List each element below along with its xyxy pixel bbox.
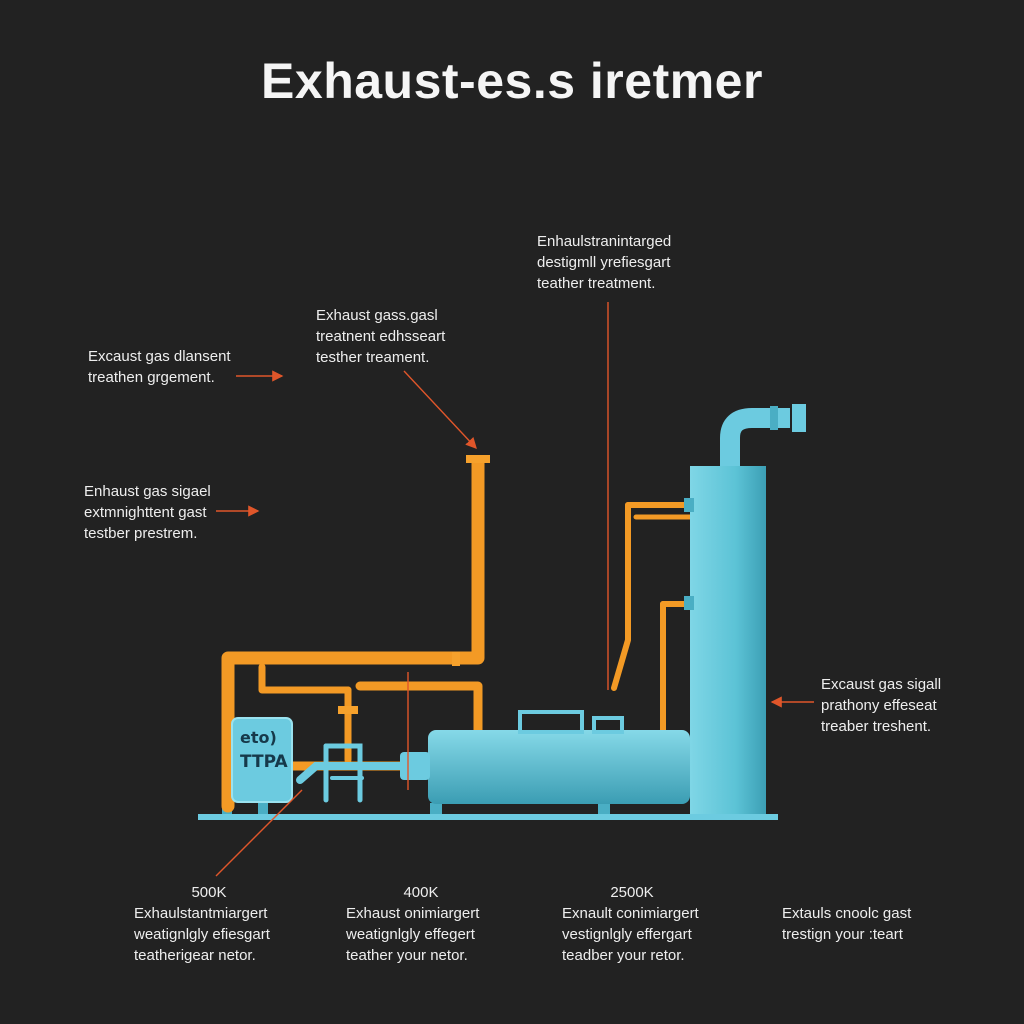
footer-column-2: 400K Exhaust onimiargert weatignlgly eff… — [346, 882, 496, 966]
footer-value: 500K — [191, 884, 227, 901]
callout-line: testher treament. — [316, 349, 430, 366]
footer-value: 2500K — [610, 884, 654, 901]
footer-column-4: Extauls cnoolc gast trestign your :teart — [782, 882, 911, 945]
callout-line: Enhaust gas sigael — [84, 483, 211, 500]
pointer-line — [403, 370, 477, 450]
stack-elbow — [720, 408, 790, 466]
footer-value: 400K — [403, 884, 439, 901]
callout-left-middle: Enhaust gas sigael extmnighttent gast te… — [84, 481, 211, 544]
callout-line: Exhaust gass.gasl — [316, 307, 438, 324]
callout-top-right: Enhaulstranintarged destigmll yrefiesgar… — [537, 231, 671, 294]
footer-line: trestign your :teart — [782, 926, 903, 943]
footer-line: vestignlgly effergart — [562, 926, 692, 943]
separator-tank — [231, 717, 293, 803]
callout-line: prathony effeseat — [821, 697, 937, 714]
footer-line: Exhaulstantmiargert — [134, 905, 268, 922]
riser-flange — [466, 455, 490, 463]
main-riser-pipe — [221, 455, 485, 813]
footer-line: teather your netor. — [346, 947, 468, 964]
callout-line: treaber treshent. — [821, 718, 932, 735]
footer-line: Extauls cnoolc gast — [782, 905, 912, 922]
exhaust-stack — [690, 466, 766, 814]
footer-value — [782, 882, 911, 903]
callout-line: Enhaulstranintarged — [537, 233, 672, 250]
tank-label-bottom: TTPA — [240, 752, 288, 772]
base-rail — [198, 814, 778, 820]
pointer-line — [215, 789, 303, 877]
callout-right: Excaust gas sigall prathony effeseat tre… — [821, 674, 941, 737]
callout-line: testber prestrem. — [84, 525, 198, 542]
footer-line: teadber your retor. — [562, 947, 685, 964]
callout-line: Excaust gas sigall — [821, 676, 942, 693]
footer-line: weatignlgly efiesgart — [134, 926, 270, 943]
footer-line: Exnault conimiargert — [562, 905, 699, 922]
footer-column-3: 2500K Exnault conimiargert vestignlgly e… — [562, 882, 702, 966]
drum-inlet — [400, 752, 430, 780]
callout-line: treatnent edhsseart — [316, 328, 446, 345]
footer-line: weatignlgly effegert — [346, 926, 475, 943]
treatment-drum — [428, 730, 690, 804]
hot-exhaust-pipes — [221, 455, 693, 813]
footer-line: Exhaust onimiargert — [346, 905, 480, 922]
footer-line: teatherigear netor. — [134, 947, 256, 964]
tank-label-top: eto) — [240, 728, 277, 747]
diagram-title: Exhaust-es.s iretmer — [261, 53, 763, 109]
callout-left-upper: Excaust gas dlansent treathen grgement. — [88, 346, 231, 388]
callout-line: treathen grgement. — [88, 369, 215, 386]
callout-line: extmnighttent gast — [84, 504, 207, 521]
callout-line: teather treatment. — [537, 275, 656, 292]
footer-column-1: 500K Exhaulstantmiargert weatignlgly efi… — [134, 882, 284, 966]
callout-center-upper: Exhaust gass.gasl treatnent edhsseart te… — [316, 305, 445, 368]
callout-line: destigmll yrefiesgart — [537, 254, 671, 271]
callout-line: Excaust gas dlansent — [88, 348, 231, 365]
